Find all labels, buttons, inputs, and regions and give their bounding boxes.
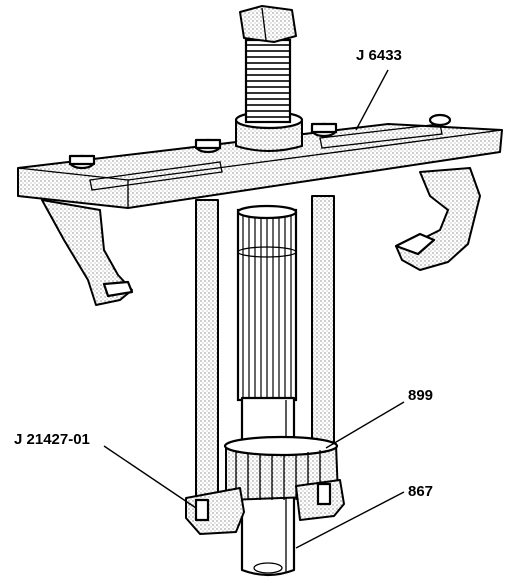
left-rod — [195, 199, 219, 501]
adapter-plate — [185, 479, 345, 535]
crossbar-bolt-2 — [194, 138, 222, 154]
shaft — [236, 204, 298, 577]
left-jaw — [41, 199, 134, 306]
leader-shaft — [295, 491, 405, 549]
right-jaw — [394, 167, 481, 271]
forcing-screw — [239, 5, 297, 124]
label-puller: J 6433 — [356, 47, 402, 64]
label-shaft: 867 — [408, 483, 433, 500]
leader-puller — [355, 69, 389, 131]
crossbar-bolt-3 — [310, 122, 338, 138]
crossbar-bolt-4 — [428, 113, 452, 127]
crossbar — [17, 123, 503, 209]
leader-adapter — [103, 445, 197, 509]
label-bearing: 899 — [408, 387, 433, 404]
leader-bearing — [325, 401, 405, 449]
crossbar-bolt-1 — [68, 154, 96, 170]
label-adapter: J 21427-01 — [14, 431, 90, 448]
